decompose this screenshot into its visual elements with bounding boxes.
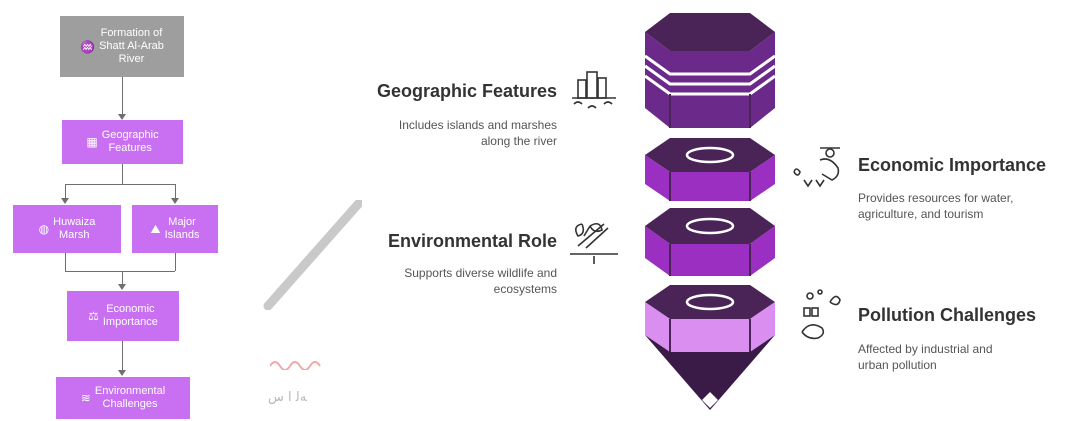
feature-title-pollution: Pollution Challenges xyxy=(858,305,1037,325)
river-icon: ♒ xyxy=(80,39,96,54)
background-fragment-text: ﻪﻟ ﺍ ﺱ xyxy=(268,390,307,405)
node-economic-importance: ⚖ Economic Importance xyxy=(67,291,179,341)
connector-line xyxy=(122,271,123,285)
node-formation: ♒ Formation of Shatt Al-Arab River xyxy=(60,16,184,77)
connector-line xyxy=(65,253,66,271)
marsh-icon: ◍ xyxy=(38,222,50,236)
stack-layer-geographic xyxy=(644,13,776,128)
layered-hexagon-stack xyxy=(644,13,776,410)
feature-title-geographic: Geographic Features xyxy=(376,81,557,101)
stack-layer-pollution xyxy=(645,285,775,410)
connector-line xyxy=(175,253,176,271)
connector-arrow xyxy=(118,114,126,120)
connector-line xyxy=(65,184,66,198)
connector-arrow xyxy=(118,284,126,290)
economy-icon: ⚖ xyxy=(88,309,99,323)
pollution-icon xyxy=(801,289,841,340)
node-major-islands: ⛰ Major Islands xyxy=(132,205,218,253)
leaf-icon: ≋ xyxy=(80,391,91,405)
feature-desc-environmental: Supports diverse wildlife and ecosystems xyxy=(404,266,557,296)
node-geographic-features: ▦ Geographic Features xyxy=(62,120,183,164)
connector-line xyxy=(122,164,123,184)
feature-desc-pollution: Affected by industrial and urban polluti… xyxy=(858,342,993,372)
connector-line xyxy=(175,184,176,198)
connector-line xyxy=(122,77,123,115)
feature-title-environmental: Environmental Role xyxy=(387,231,557,251)
island-icon: ⛰ xyxy=(150,222,161,236)
node-label: Environmental Challenges xyxy=(94,385,166,410)
node-label: Economic Importance xyxy=(102,303,158,328)
feature-title-economic: Economic Importance xyxy=(858,155,1047,175)
feature-desc-geographic: Includes islands and marshes along the r… xyxy=(398,118,557,148)
stack-layer-environmental xyxy=(645,208,775,276)
connector-arrow xyxy=(171,198,179,204)
feature-desc-economic: Provides resources for water, agricultur… xyxy=(858,191,1014,221)
node-label: Formation of Shatt Al-Arab River xyxy=(99,27,164,65)
background-fragment xyxy=(263,200,362,310)
connector-line xyxy=(65,184,175,185)
connector-arrow xyxy=(61,198,69,204)
farmer-icon xyxy=(793,147,840,188)
connector-arrow xyxy=(118,370,126,376)
stack-layer-economic xyxy=(645,138,775,201)
node-label: Geographic Features xyxy=(101,129,159,154)
sprout-icon xyxy=(570,222,618,264)
node-environmental-challenges: ≋ Environmental Challenges xyxy=(56,377,190,419)
connector-line xyxy=(65,271,175,272)
node-huwaiza-marsh: ◍ Huwaiza Marsh xyxy=(13,205,121,253)
node-label: Huwaiza Marsh xyxy=(53,216,96,241)
decorative-wave xyxy=(270,361,321,370)
city-icon xyxy=(572,71,616,109)
connector-line xyxy=(122,341,123,371)
map-icon: ▦ xyxy=(86,135,98,149)
node-label: Major Islands xyxy=(164,216,200,241)
